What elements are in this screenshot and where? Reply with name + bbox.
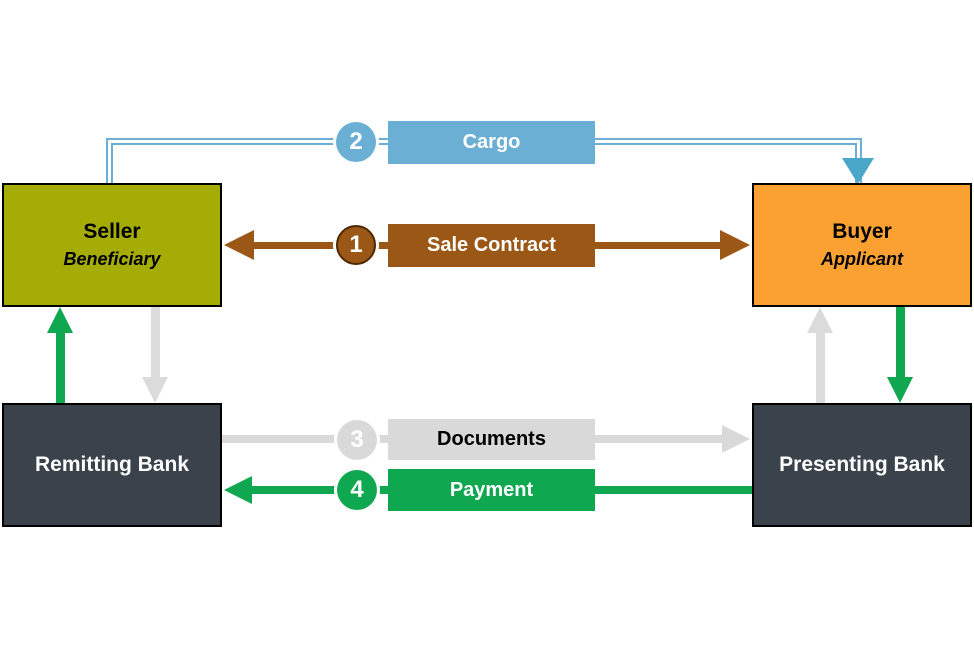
step-1-number: 1 [349,231,363,258]
presenting-bank-node: Presenting Bank [752,403,972,527]
documents-label-text: Documents [437,428,546,450]
seller-subtitle: Beneficiary [63,249,161,269]
seller-to-remitting-arrow-shaft [151,307,160,379]
step-2-badge: 2 [336,122,376,162]
step-1-badge: 1 [336,225,376,265]
cargo-label-text: Cargo [462,131,521,153]
step-4-badge: 4 [337,470,377,510]
step-3-number: 3 [350,426,364,453]
remitting-bank-title: Remitting Bank [34,453,189,476]
cargo-flow-label: Cargo [388,121,595,164]
presenting-to-buyer-arrow-shaft [816,331,825,403]
buyer-to-presenting-arrow-shaft [896,307,905,379]
buyer-node: Buyer Applicant [752,183,972,307]
sale-contract-label-text: Sale Contract [427,234,556,256]
step-4-number: 4 [350,476,364,503]
step-2-number: 2 [349,128,363,155]
seller-title: Seller [83,220,141,243]
buyer-subtitle: Applicant [820,249,903,269]
remitting-to-seller-arrowhead-icon [47,307,73,333]
seller-node: Seller Beneficiary [2,183,222,307]
buyer-to-presenting-arrowhead-icon [887,377,913,403]
sale-contract-flow-label: Sale Contract [388,224,595,267]
presenting-bank-title: Presenting Bank [779,453,945,476]
seller-to-remitting-arrowhead-icon [142,377,168,403]
sale-contract-arrowhead-left-icon [224,230,254,260]
payment-flow-label: Payment [388,469,595,511]
sale-contract-arrowhead-right-icon [720,230,750,260]
remitting-to-seller-arrow-shaft [56,331,65,403]
presenting-to-buyer-arrowhead-icon [807,307,833,333]
step-3-badge: 3 [337,420,377,460]
cargo-arrowhead-icon [842,158,874,184]
remitting-bank-node: Remitting Bank [2,403,222,527]
documents-arrowhead-icon [722,425,750,453]
payment-label-text: Payment [449,478,534,501]
payment-arrowhead-icon [224,476,252,504]
buyer-title: Buyer [832,220,892,243]
documents-flow-label: Documents [388,419,595,460]
